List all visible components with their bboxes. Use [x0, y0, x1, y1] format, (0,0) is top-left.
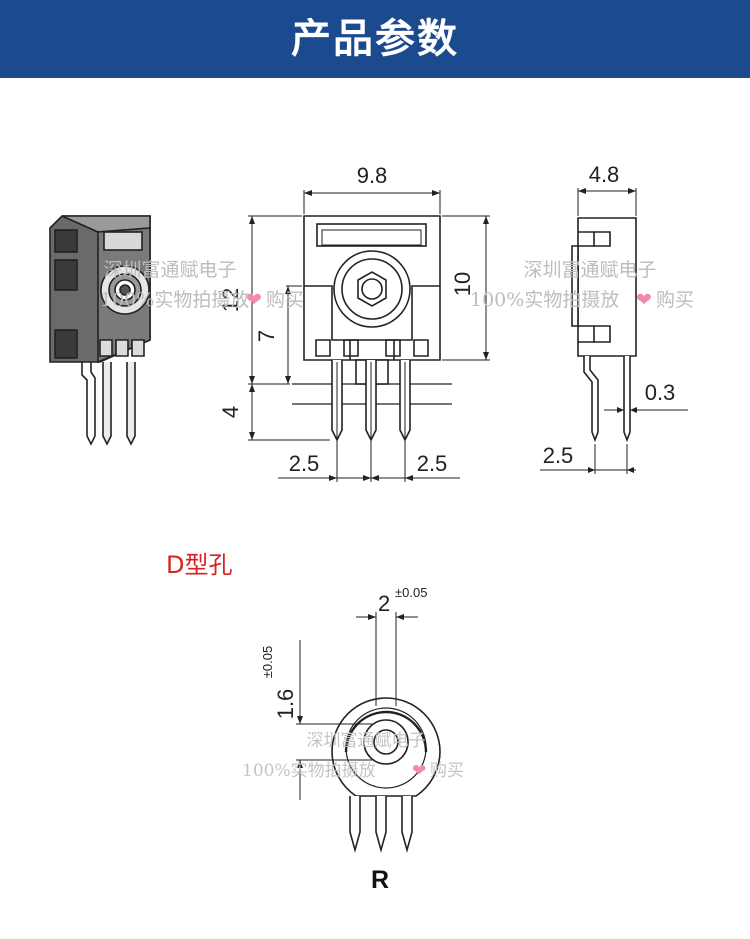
watermark-line2-end: 购买	[430, 761, 464, 781]
dim-side-pin-offset: 2.5	[543, 443, 574, 468]
dim-hole-height: 1.6	[273, 689, 298, 720]
watermark-line2: 100%实物拍摄放	[242, 761, 376, 781]
dim-hole-width-tolerance: ±0.05	[395, 585, 427, 600]
page-title: 产品参数	[291, 16, 459, 62]
watermark-line2: 100%实物拍摄放	[100, 289, 249, 311]
watermark-left: 深圳富通赋电子 100%实物拍摄放 ❤ 购买	[100, 259, 304, 311]
dim-total-height: 12	[218, 288, 243, 312]
view-label-r: R	[371, 866, 390, 894]
dim-pitch-left: 2.5	[289, 451, 320, 476]
watermark-line1: 深圳富通赋电子	[103, 259, 236, 281]
heart-icon: ❤	[412, 761, 426, 781]
dim-side-width: 4.8	[589, 162, 620, 187]
dim-hole-height-tolerance: ±0.05	[260, 646, 275, 678]
watermark-line2-end: 购买	[656, 289, 694, 311]
dim-pin-length: 4	[218, 406, 243, 418]
watermark-line1: 深圳富通赋电子	[307, 731, 426, 751]
heart-icon: ❤	[246, 289, 262, 311]
dim-front-height: 10	[450, 272, 475, 296]
dim-body-to-pin: 7	[254, 330, 279, 342]
watermark-right: 深圳富通赋电子 100%实物拍摄放 ❤ 购买	[470, 259, 694, 311]
side-view: 4.8 0.3 2.5	[540, 162, 688, 474]
watermark-line2-end: 购买	[266, 289, 304, 311]
title-banner: 产品参数	[0, 0, 750, 78]
dim-pin-thickness: 0.3	[645, 380, 676, 405]
d-hole-detail: 2 ±0.05 1.6 ±0.05	[260, 585, 441, 853]
dim-front-width: 9.8	[357, 163, 388, 188]
watermark-detail: 深圳富通赋电子 100%实物拍摄放 ❤ 购买	[242, 731, 464, 781]
heart-icon: ❤	[636, 289, 652, 311]
dim-pitch-right: 2.5	[417, 451, 448, 476]
watermark-line2: 100%实物拍摄放	[470, 289, 619, 311]
watermark-line1: 深圳富通赋电子	[523, 259, 656, 281]
dim-hole-width: 2	[378, 591, 390, 616]
d-hole-label: D型孔	[166, 551, 233, 579]
perspective-view	[49, 215, 151, 446]
front-view: 9.8 10 12 7 4 2.5 2.5	[218, 163, 490, 482]
